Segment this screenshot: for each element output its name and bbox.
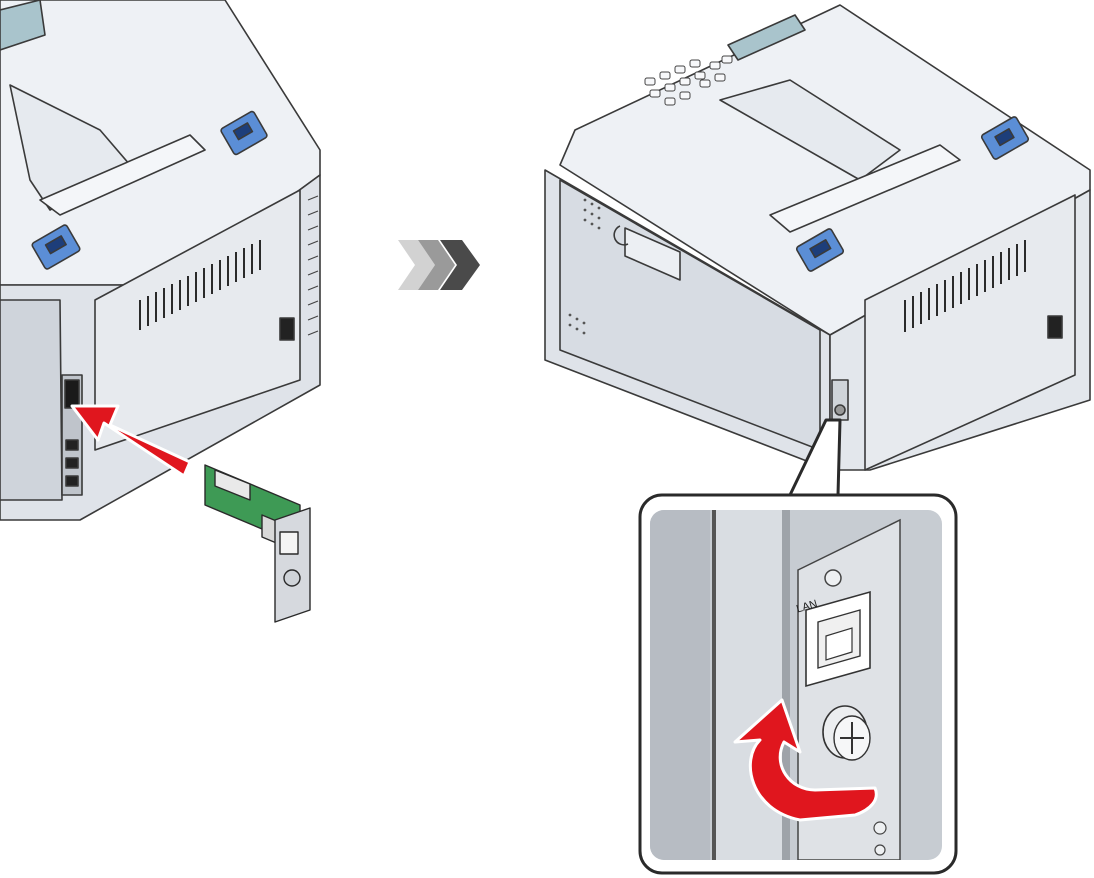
printer-right — [544, 4, 1091, 471]
rotate-arrow-icon — [733, 698, 878, 822]
printer-left — [0, 0, 321, 521]
triple-chevron-right-icon — [398, 240, 480, 290]
insert-arrow-icon — [70, 404, 192, 478]
callout-zoom: LAN — [638, 418, 958, 875]
lan-port-label: LAN — [795, 598, 819, 615]
lan-card — [204, 464, 311, 623]
